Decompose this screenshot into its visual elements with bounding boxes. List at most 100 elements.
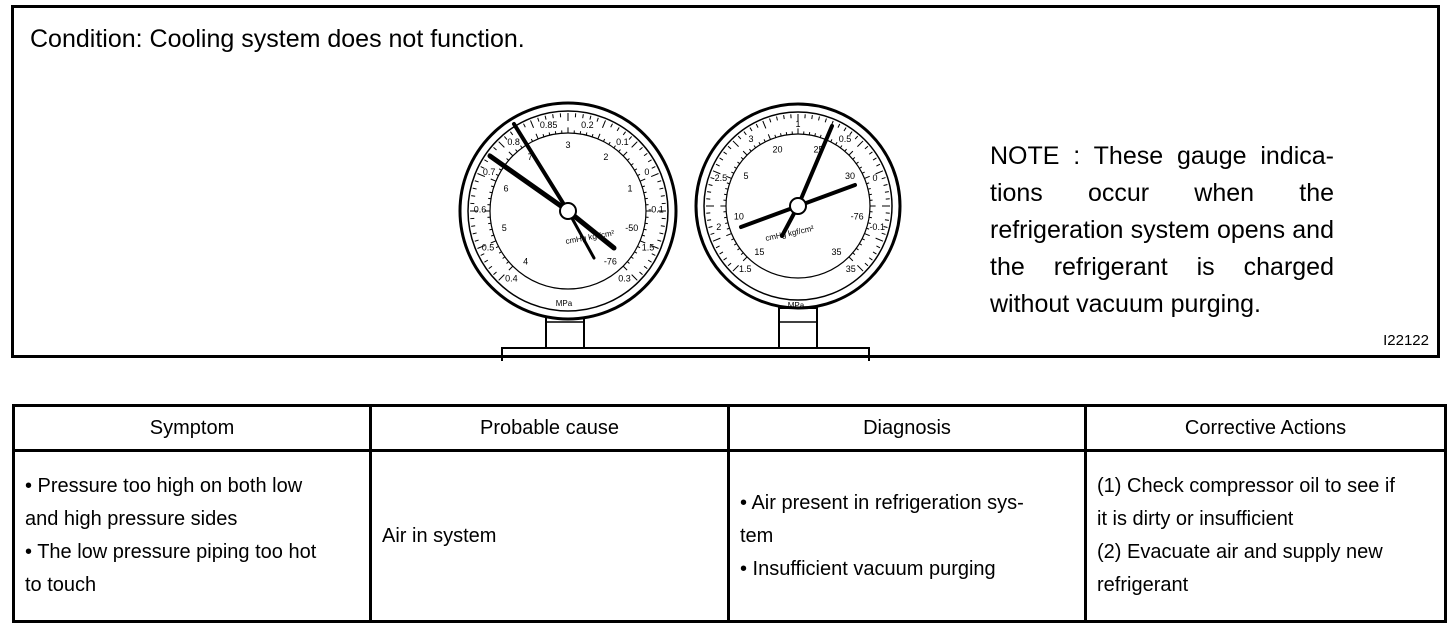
right-gauge-tick [727,145,732,150]
high-gauge-needle-1 [739,204,800,229]
left-gauge-tick [643,152,648,157]
left-gauge-inner-tick [489,191,493,194]
left-gauge-inner-tick [490,178,497,182]
left-gauge-inner-label: 6 [503,183,508,193]
right-gauge-tick [712,170,721,175]
left-gauge-inner-tick [602,138,606,142]
right-gauge-tick [715,163,720,167]
left-gauge-inner-tick [506,158,510,161]
right-gauge-inner-tick [725,188,729,190]
right-gauge-tick [857,265,864,272]
right-gauge-tick [715,245,720,249]
left-gauge-outer-label: 1.5 [642,243,655,253]
right-gauge-tick [868,151,873,155]
left-gauge-inner-tick [542,134,545,137]
right-gauge-inner-label: 25 [814,145,824,155]
high-gauge-needle-3 [796,124,834,208]
cell-diagnosis: • Air present in refrigeration sys- tem … [727,449,1087,623]
left-gauge-tick [474,239,479,242]
left-gauge-tick [493,146,497,151]
left-gauge-tick [643,265,648,270]
low-gauge-hub [559,202,577,220]
right-gauge-tick [732,140,739,147]
right-gauge-inner-tick [737,161,741,165]
right-gauge-tick [884,219,889,221]
right-gauge-tick [872,157,877,161]
left-gauge-inner-tick [502,256,506,259]
right-gauge-tick [883,226,888,228]
right-gauge-inner-label: 35 [832,247,842,257]
right-gauge-inner-tick [861,238,865,241]
right-gauge-tick [710,232,715,235]
left-gauge-inner-tick [613,145,616,149]
right-gauge-inner-tick [733,243,737,246]
action-line: it is dirty or insufficient [1097,508,1294,530]
right-gauge-inner-tick [844,148,847,152]
right-gauge-tick [854,135,859,140]
symptom-line: • Pressure too high on both low [25,475,303,497]
left-gauge-inner-tick [639,178,646,182]
right-gauge-tick [743,131,747,136]
right-gauge-tick [875,237,884,242]
right-gauge-tick [723,257,728,261]
left-gauge-inner-tick [548,132,551,136]
right-gauge-inner-tick [742,256,748,262]
right-gauge-tick [868,257,873,261]
left-gauge-inner-tick [643,228,647,231]
right-gauge-inner-tick [731,171,735,174]
left-gauge-tick [639,271,643,276]
left-gauge-inner-tick [489,228,493,231]
left-gauge-tick [610,123,613,128]
right-gauge-unit-outer: MPa [788,301,805,310]
left-gauge-tick [498,274,505,281]
left-gauge-tick [484,159,489,163]
left-gauge-tick [647,159,652,163]
left-gauge-inner-tick [630,256,634,259]
right-gauge-inner-tick [830,139,833,143]
left-gauge-tick [660,195,665,197]
right-gauge-outer-label: -0.1 [869,222,885,232]
diagnosis-line: • Air present in refrigeration sys- [740,491,1024,514]
left-gauge-inner-label: -76 [604,257,617,267]
right-gauge-tick [811,115,813,120]
right-gauge-inner-tick [740,252,744,255]
symptom-line: to touch [25,574,97,596]
action-line: refrigerant [1097,574,1189,596]
left-gauge-inner-tick [530,138,534,142]
left-gauge-inner-label: 2 [603,152,608,162]
right-gauge-tick [876,163,881,167]
right-gauge-inner-tick [855,161,859,165]
left-gauge-inner-label: 7 [528,152,533,162]
right-gauge-outer-label: 1.5 [739,264,752,274]
left-gauge-tick [552,114,554,119]
right-gauge-inner-tick [742,150,748,156]
left-gauge-inner-tick [515,149,518,153]
high-gauge-needle-2 [796,183,857,208]
right-gauge-inner-tick [774,134,777,138]
right-gauge-outer-label: 2.5 [715,173,728,183]
right-gauge-inner-tick [866,182,870,185]
left-gauge-inner-tick [637,245,641,249]
note-text: NOTE : These gauge indica-tions occur wh… [990,142,1334,318]
low-gauge-needle-3 [565,208,617,251]
right-gauge-tick [708,226,713,228]
header-symptom: Symptom [12,404,372,452]
left-gauge-inner-tick [626,158,630,161]
action-line: (2) Evacuate air and supply new [1097,541,1383,563]
left-gauge-inner-tick [508,151,514,157]
left-gauge-tick [472,187,477,190]
right-gauge-inner-tick [864,233,870,237]
right-gauge-tick [707,219,712,221]
left-gauge-inner-tick [535,133,539,140]
left-gauge-inner-tick [639,240,646,244]
right-gauge-inner-tick [780,133,782,137]
left-gauge-inner-tick [634,251,638,254]
left-gauge-inner-tick [630,163,634,166]
left-gauge-tick [484,259,489,263]
right-gauge-inner-tick [852,157,856,160]
right-gauge-inner-tick [859,166,863,169]
low-gauge-needle-1 [487,153,571,214]
left-gauge-tick [471,225,476,227]
left-gauge-tick [651,166,656,169]
left-gauge-inner-tick [508,265,514,271]
